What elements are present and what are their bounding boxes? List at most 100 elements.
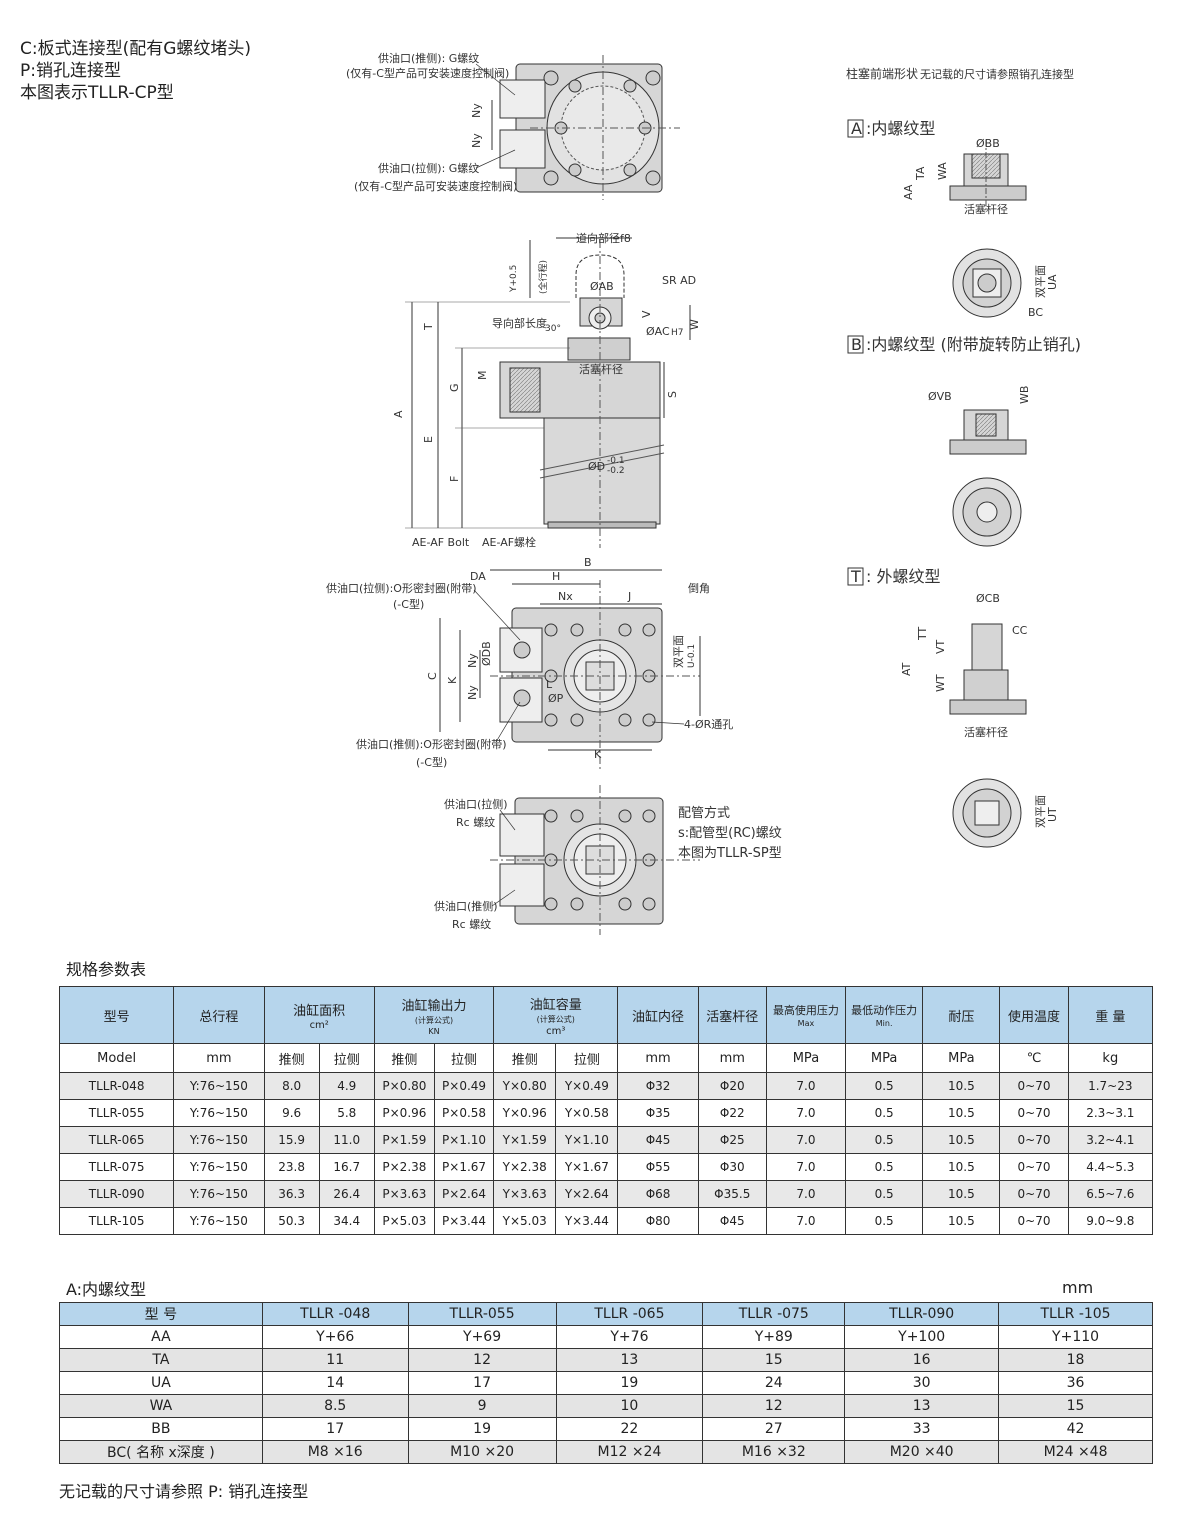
dim-s: S xyxy=(666,391,679,398)
type-b-label: :内螺纹型 (附带旋转防止销孔) xyxy=(866,335,1081,354)
unit-cell: MPa xyxy=(922,1043,1001,1073)
a-cell: M10 ×20 xyxy=(407,1440,557,1464)
type-a-letter: A xyxy=(851,119,862,138)
spec-cell: 7.0 xyxy=(765,1126,847,1154)
spec-cell: Y×1.67 xyxy=(555,1153,619,1181)
unit-cell: ℃ xyxy=(999,1043,1069,1073)
top-port-push-label: 供油口(推侧): G螺纹 xyxy=(378,51,479,65)
ua-label: UA xyxy=(1046,274,1059,290)
a-cell: Y+66 xyxy=(261,1325,409,1349)
hdr-bore: 油缸内径 xyxy=(617,986,699,1044)
dim-db: ØDB xyxy=(480,641,493,666)
spec-cell: 7.0 xyxy=(765,1180,847,1208)
spec-cell: P×5.03 xyxy=(373,1207,435,1235)
ny-label-2: Ny xyxy=(470,133,483,148)
rc-pull-label: 供油口(拉侧) xyxy=(444,797,508,811)
spec-cell: 4.9 xyxy=(318,1072,375,1100)
full-stroke: (全行程) xyxy=(537,260,549,294)
spec-cell: 10.5 xyxy=(922,1072,1001,1100)
spec-cell: Φ22 xyxy=(697,1099,767,1127)
spec-cell: 0~70 xyxy=(999,1072,1069,1100)
sr-ad-label: SR AD xyxy=(662,274,696,287)
unit-cell: 推侧 xyxy=(373,1043,435,1073)
a-cell: 16 xyxy=(844,1348,1000,1372)
a-cell: 11 xyxy=(261,1348,409,1372)
spec-cell: Φ55 xyxy=(617,1153,699,1181)
a-cell: 19 xyxy=(555,1371,704,1395)
a-header-cell: TLLR -065 xyxy=(555,1302,704,1326)
unit-cell: mm xyxy=(173,1043,265,1073)
unit-cell: mm xyxy=(697,1043,767,1073)
spec-cell: 26.4 xyxy=(318,1180,375,1208)
piping-type: s:配管型(RC)螺纹 xyxy=(678,826,782,841)
a-header-cell: TLLR -105 xyxy=(998,1302,1153,1326)
dim-h: H xyxy=(552,570,560,583)
a-header-cell: TLLR-055 xyxy=(407,1302,557,1326)
spec-cell: TLLR-065 xyxy=(58,1126,175,1154)
plunger-title-note: 无记载的尺寸请参照销孔连接型 xyxy=(920,67,1074,81)
spec-cell: P×0.96 xyxy=(373,1099,435,1127)
vb-label: ØVB xyxy=(928,390,952,403)
spec-table-title: 规格参数表 xyxy=(66,960,147,979)
hdr-rod: 活塞杆径 xyxy=(697,986,767,1044)
intro-line-1: C:板式连接型(配有G螺纹堵头) xyxy=(20,39,252,59)
a-cell: Y+89 xyxy=(702,1325,846,1349)
spec-cell: 10.5 xyxy=(922,1099,1001,1127)
a-cell: 10 xyxy=(555,1394,704,1418)
a-cell: M12 ×24 xyxy=(555,1440,704,1464)
spec-cell: Φ30 xyxy=(697,1153,767,1181)
hdr-stroke: 总行程 xyxy=(173,986,265,1044)
a-cell: 12 xyxy=(702,1394,846,1418)
unit-cell: 拉侧 xyxy=(318,1043,375,1073)
dim-j: J xyxy=(627,590,631,603)
a-cell: 13 xyxy=(844,1394,1000,1418)
dim-f: F xyxy=(448,476,461,482)
spec-cell: Φ45 xyxy=(617,1126,699,1154)
spec-cell: P×1.67 xyxy=(433,1153,495,1181)
dim-w: W xyxy=(688,319,701,330)
dim-t: T xyxy=(422,323,435,331)
type-a-label: :内螺纹型 xyxy=(866,119,935,138)
aa-label: AA xyxy=(902,184,915,200)
hdr-weight: 重 量 xyxy=(1067,986,1154,1044)
spec-cell: 7.0 xyxy=(765,1072,847,1100)
spec-cell: Y×5.03 xyxy=(493,1207,557,1235)
plunger-tip-panel: 柱塞前端形状 无记载的尺寸请参照销孔连接型 A :内螺纹型 ØBB AA TA … xyxy=(846,66,1081,848)
a-cell: 9 xyxy=(407,1394,557,1418)
spec-cell: 9.0~9.8 xyxy=(1067,1207,1154,1235)
spec-cell: Φ32 xyxy=(617,1072,699,1100)
spec-cell: Φ45 xyxy=(697,1207,767,1235)
a-cell: 36 xyxy=(998,1371,1153,1395)
unit-cell: MPa xyxy=(845,1043,924,1073)
a-cell: 17 xyxy=(407,1371,557,1395)
spec-cell: Y×2.38 xyxy=(493,1153,557,1181)
at-label: AT xyxy=(900,662,913,676)
top-port-pull-note: (仅有-C型产品可安装速度控制阀) xyxy=(354,179,517,193)
spec-cell: 4.4~5.3 xyxy=(1067,1153,1154,1181)
spec-cell: Y:76~150 xyxy=(173,1072,265,1100)
a-cell: AA xyxy=(59,1325,263,1349)
a-cell: 27 xyxy=(702,1417,846,1441)
unit-cell: 推侧 xyxy=(263,1043,320,1073)
spec-cell: 11.0 xyxy=(318,1126,375,1154)
spec-cell: 34.4 xyxy=(318,1207,375,1235)
spec-cell: 0~70 xyxy=(999,1180,1069,1208)
a-cell: WA xyxy=(59,1394,263,1418)
piping-model: 本图为TLLR-SP型 xyxy=(678,846,782,861)
pull-c-type: (-C型) xyxy=(393,597,424,611)
rc-push-thread: Rc 螺纹 xyxy=(452,917,491,931)
spec-cell: P×0.49 xyxy=(433,1072,495,1100)
ny-plan-2: Ny xyxy=(466,685,479,700)
rc-push-label: 供油口(推侧) xyxy=(434,899,498,913)
